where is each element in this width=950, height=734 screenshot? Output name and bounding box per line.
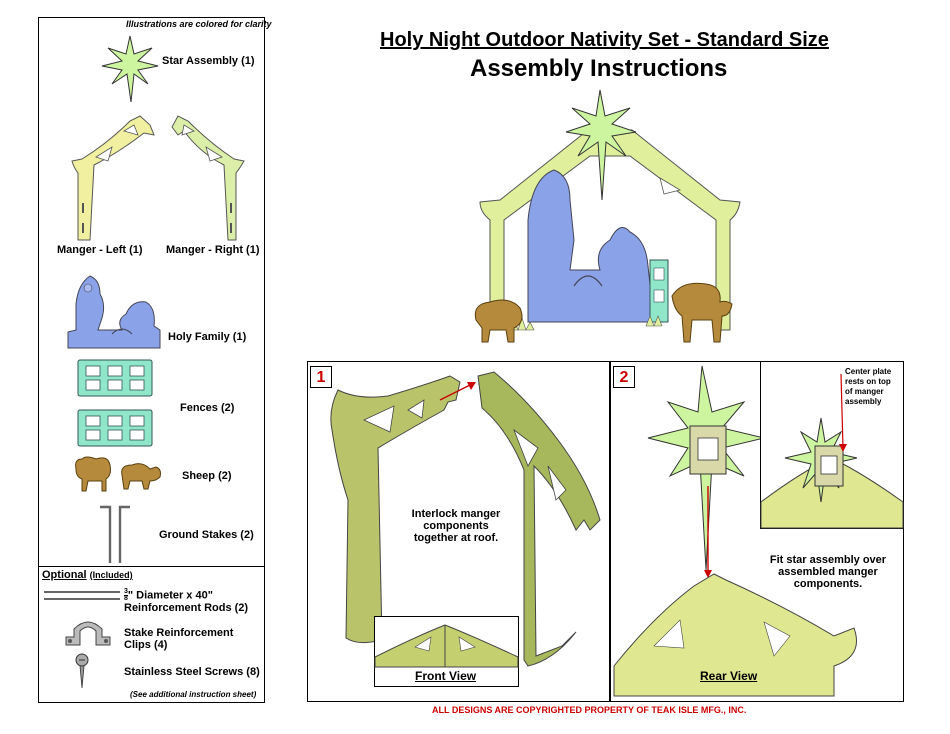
manger-right-label: Manger - Right (1) <box>166 244 260 256</box>
rear-view-caption: Rear View <box>700 669 758 683</box>
clips-label-line2: Clips (4) <box>124 639 168 651</box>
rods-fraction: 3 8 <box>124 588 128 602</box>
clip-illustration <box>65 621 111 646</box>
rear-view-note-line2: rests on top <box>845 377 891 386</box>
page-title: Holy Night Outdoor Nativity Set - Standa… <box>380 29 829 51</box>
rods-label-line2: Reinforcement Rods (2) <box>124 602 249 614</box>
step-1-diagram <box>330 371 601 667</box>
page-subtitle: Assembly Instructions <box>470 55 728 82</box>
rear-view-note-line4: assembly <box>845 397 882 406</box>
front-view-caption: Front View <box>415 669 477 683</box>
step-1-number: 1 <box>310 366 332 388</box>
manger-left-label: Manger - Left (1) <box>57 244 143 256</box>
rear-view-note-line1: Center plate <box>845 367 892 376</box>
rods-label-line1: " Diameter x 40" <box>127 589 213 602</box>
sheep-illustration <box>75 456 161 492</box>
rear-view-detail-diagram <box>760 373 904 529</box>
step-2-number: 2 <box>613 366 635 388</box>
clips-label-line1: Stake Reinforcement <box>124 627 234 639</box>
rear-view-note-line3: of manger <box>845 387 884 396</box>
manger-left-illustration <box>71 115 155 241</box>
holy-family-label: Holy Family (1) <box>168 331 247 343</box>
fences-label: Fences (2) <box>180 402 235 414</box>
step-2-instruction-line1: Fit star assembly over <box>769 554 887 566</box>
fences-illustration <box>77 359 153 447</box>
optional-included: (Included) <box>89 570 133 580</box>
optional-title: Optional <box>42 569 87 581</box>
rods-fraction-den: 8 <box>124 595 128 602</box>
step-2-instruction-line3: components. <box>793 578 863 590</box>
rear-view-note: Center plate rests on top of manger asse… <box>845 367 891 407</box>
optional-heading: Optional (Included) <box>42 569 133 581</box>
parts-list-note: Illustrations are colored for clarity <box>126 19 272 29</box>
screw-illustration <box>75 653 89 689</box>
star-assembly-label: Star Assembly (1) <box>162 55 255 67</box>
see-instruction-note: (See additional instruction sheet) <box>130 690 257 699</box>
step-1-instruction: Interlock manger components together at … <box>396 508 516 544</box>
step-1-instruction-line2: together at roof. <box>413 532 499 544</box>
front-view-diagram <box>374 624 519 668</box>
holy-family-illustration <box>67 275 161 349</box>
manger-right-illustration <box>171 115 245 241</box>
assembled-nativity-illustration <box>474 89 741 343</box>
parts-list-panel <box>38 17 265 703</box>
step-2-instruction-line2: assembled manger <box>778 566 878 578</box>
step-2-rear-view-inset: Center plate rests on top of manger asse… <box>760 361 904 529</box>
step-1-front-view-inset: Front View <box>374 616 519 687</box>
step-2-panel <box>610 361 904 702</box>
step-1-panel <box>307 361 610 702</box>
ground-stakes-label: Ground Stakes (2) <box>159 529 254 541</box>
reinforcement-rods-illustration <box>44 591 120 600</box>
sheep-label: Sheep (2) <box>182 470 232 482</box>
step-2-diagram <box>613 365 857 697</box>
step-1-instruction-line1: Interlock manger components <box>411 508 501 532</box>
step-2-instruction: Fit star assembly over assembled manger … <box>768 554 888 590</box>
rods-fraction-num: 3 <box>124 588 128 596</box>
star-assembly-illustration <box>101 35 159 103</box>
screws-label: Stainless Steel Screws (8) <box>124 666 260 678</box>
ground-stakes-illustration <box>100 505 130 563</box>
optional-section <box>38 566 265 703</box>
clips-label: Stake Reinforcement Clips (4) <box>124 627 233 651</box>
rods-label: 3 8 " Diameter x 40" Reinforcement Rods … <box>124 588 249 614</box>
copyright-notice: ALL DESIGNS ARE COPYRIGHTED PROPERTY OF … <box>432 705 747 715</box>
